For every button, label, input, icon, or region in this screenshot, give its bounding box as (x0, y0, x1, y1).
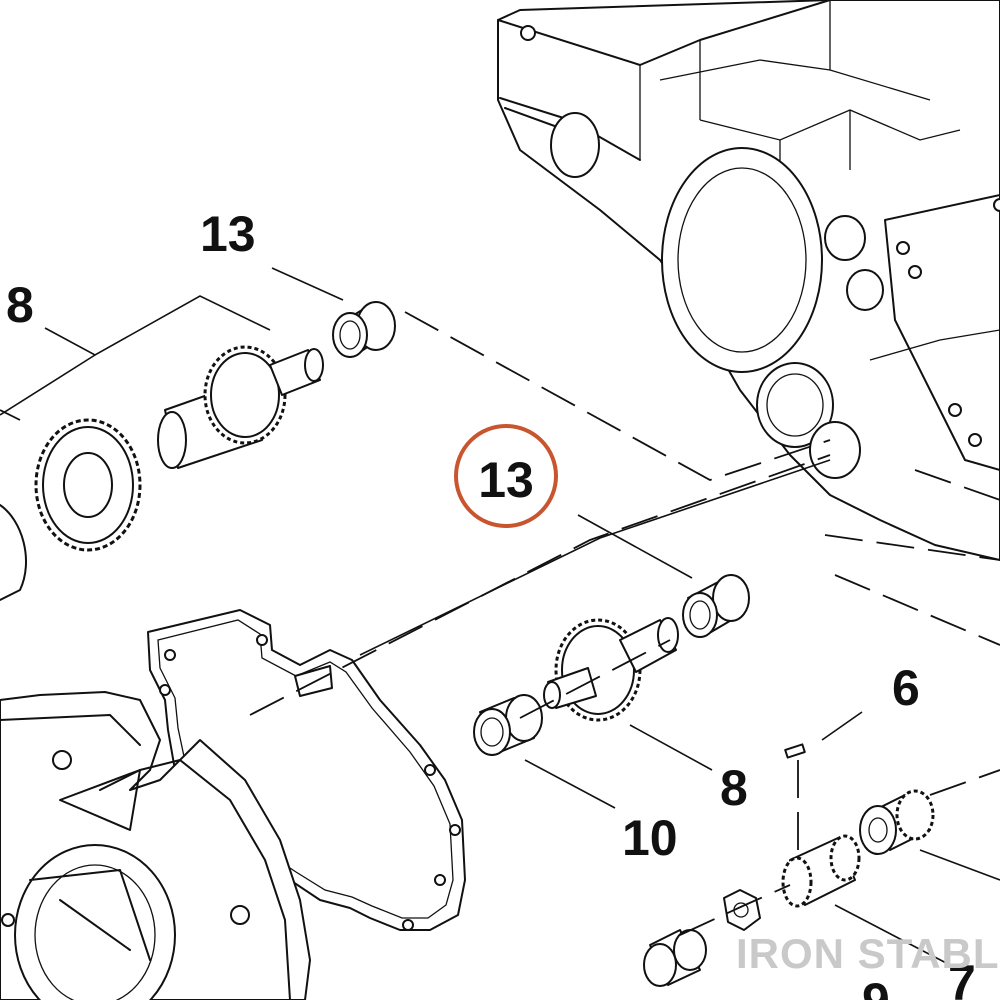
bearing-10 (473, 694, 543, 756)
bearing-bore (550, 112, 600, 178)
cam-gear-shaft-upper (157, 345, 324, 469)
callout-labels: 13 8 13 6 8 10 7 9 (6, 206, 976, 1000)
callout-6: 6 (892, 660, 920, 716)
gasket-surface (884, 194, 1000, 471)
gear-left (0, 418, 142, 601)
worm-gear (859, 789, 935, 855)
highlight-ring (454, 424, 558, 528)
cam-gear-shaft-lower (543, 617, 679, 722)
watermark: IRON STABLE (736, 930, 1000, 977)
bearing-13-upper (332, 301, 396, 358)
bearing-13-lower (682, 574, 750, 638)
callout-8-right: 8 (720, 760, 748, 816)
bolt-hole (520, 25, 536, 41)
pinion-gear (781, 834, 861, 908)
main-bearing-opening (661, 147, 823, 373)
callout-10: 10 (622, 810, 678, 866)
cam-cover (0, 691, 311, 1000)
callout-9-partial: 9 (862, 973, 890, 1000)
bushing (643, 929, 707, 987)
pin-6 (784, 743, 806, 759)
callout-8-left: 8 (6, 277, 34, 333)
callout-7: 7 (948, 955, 976, 1000)
assembly-centerlines (0, 311, 1000, 936)
leader-lines (0, 267, 1000, 966)
callout-13-top: 13 (200, 206, 256, 262)
callout-13-highlight: 13 (478, 452, 534, 508)
nut (723, 889, 761, 931)
cam-bore (756, 362, 834, 448)
crankcase-housing (497, 0, 1000, 561)
